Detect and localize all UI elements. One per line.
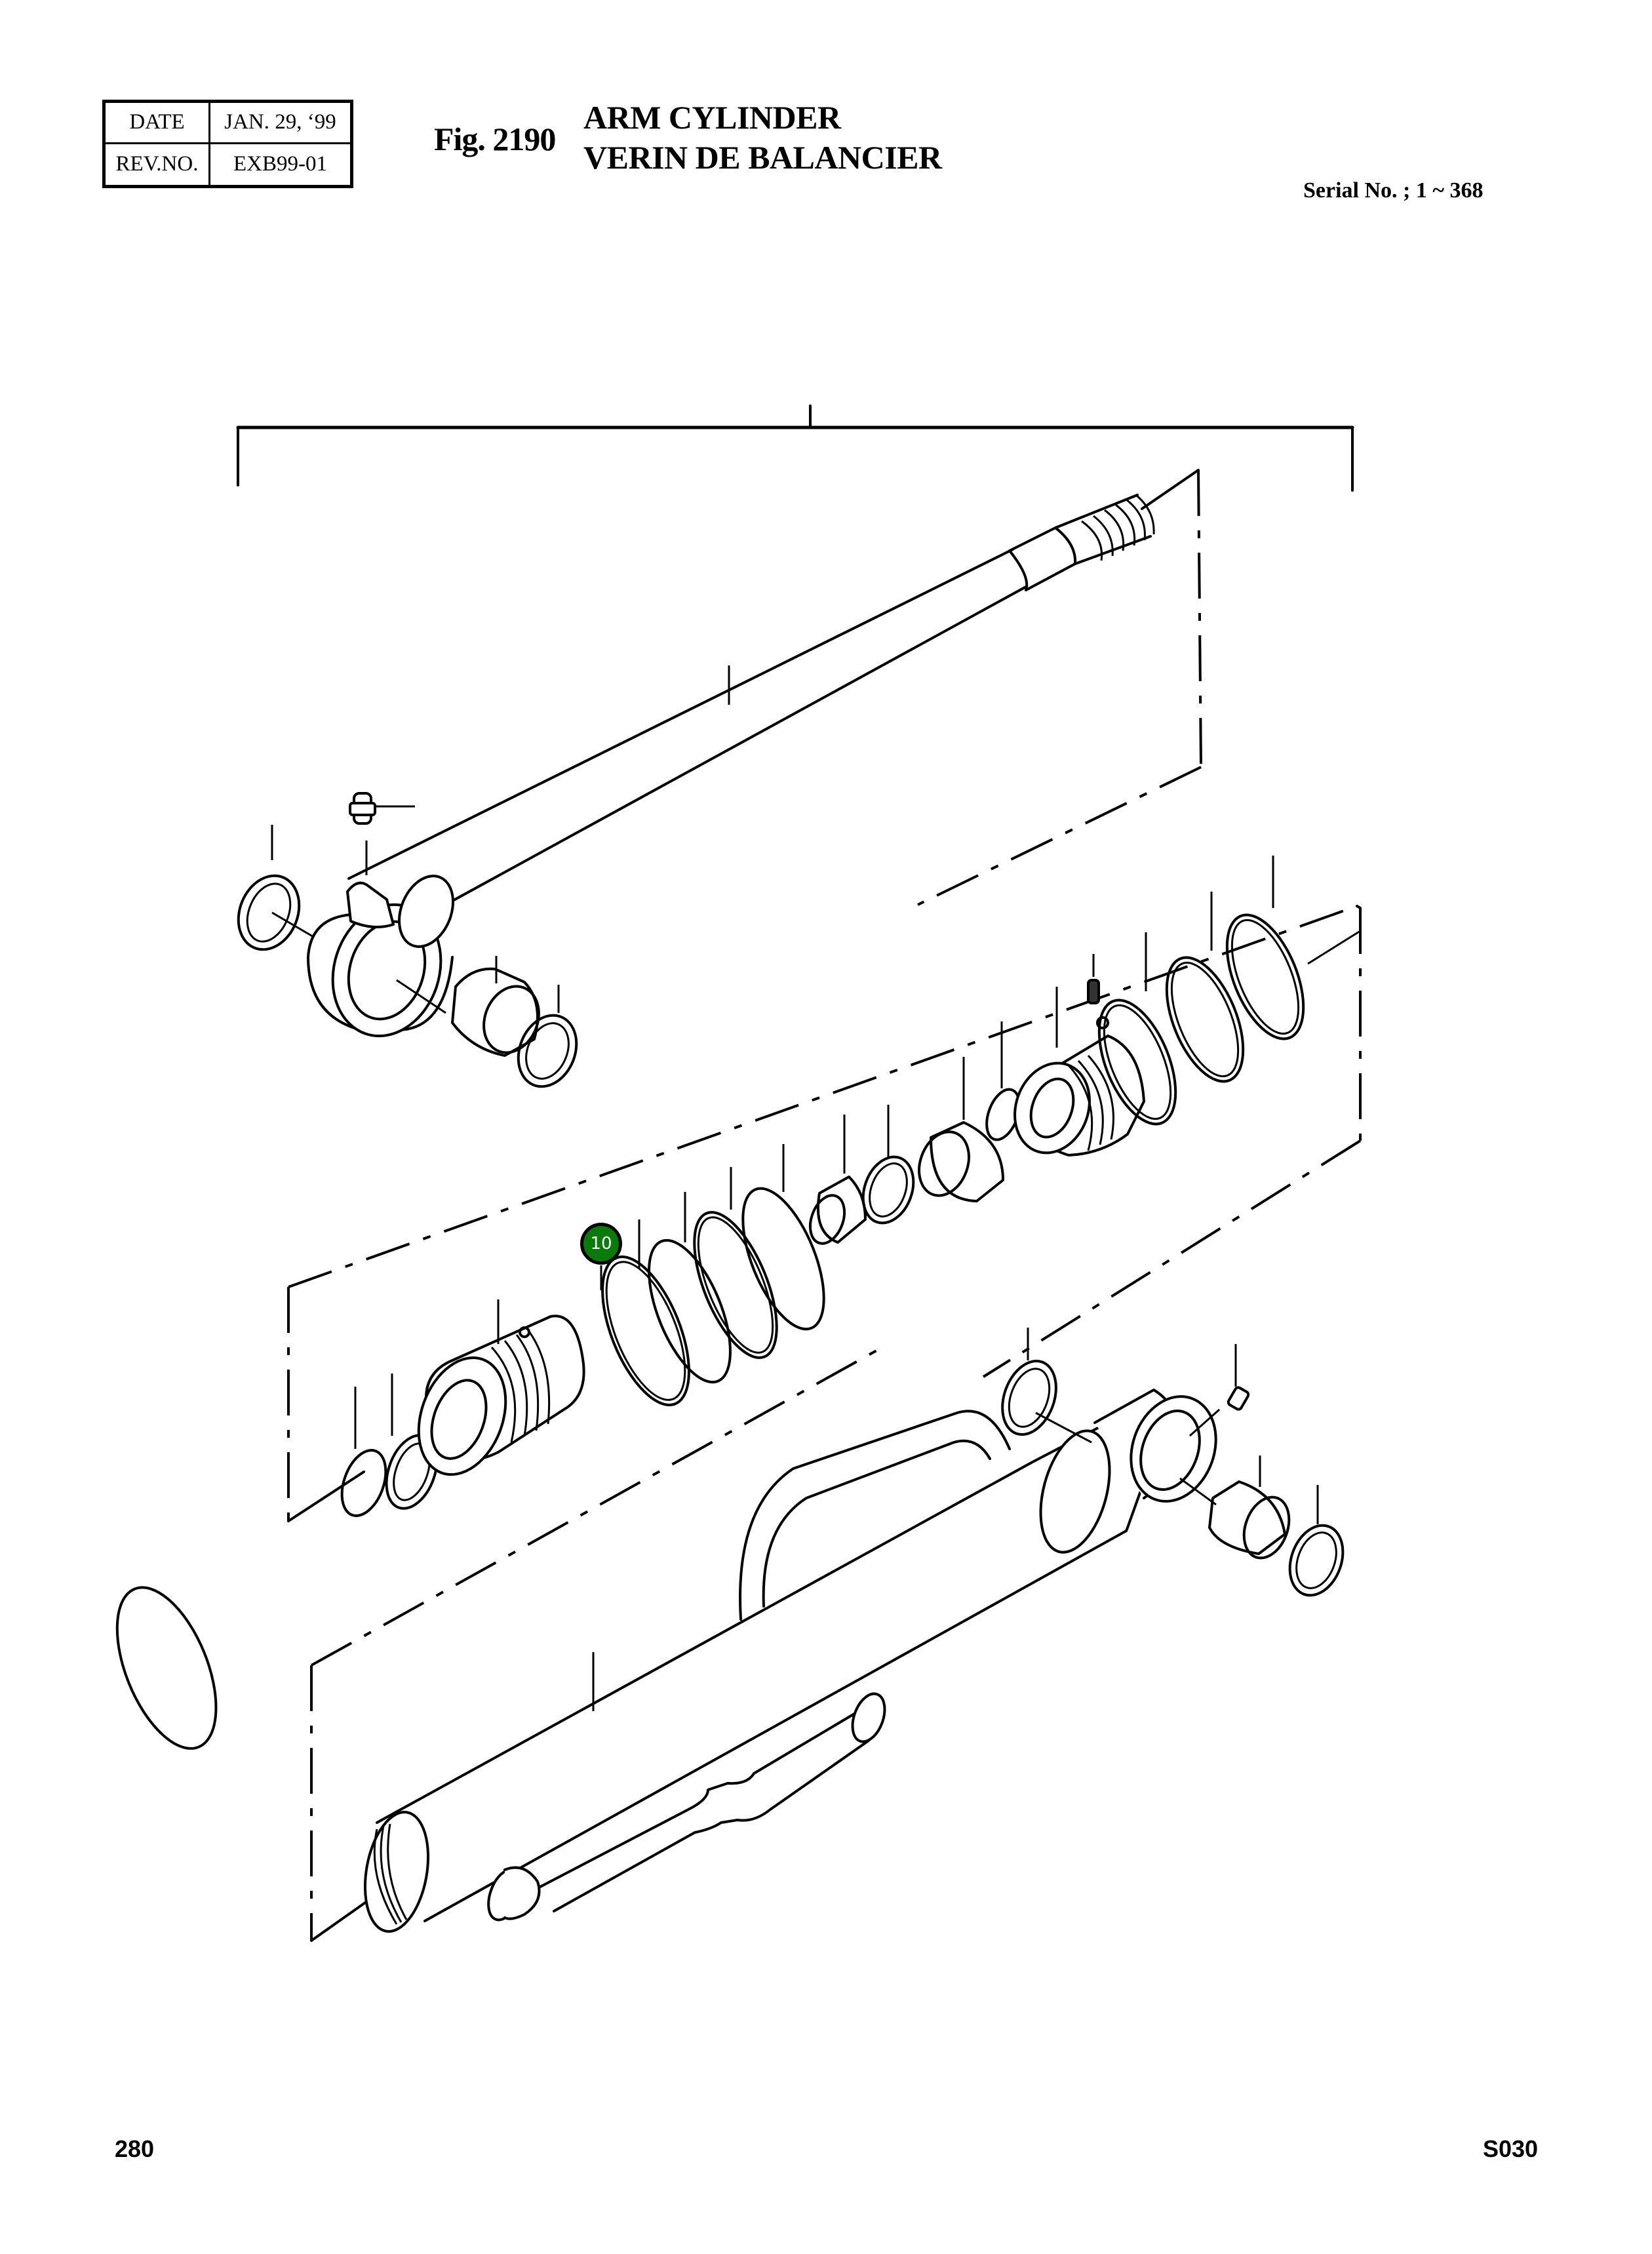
rev-value: EXB99-01 (233, 152, 327, 176)
date-value: JAN. 29, ‘99 (210, 103, 350, 144)
revision-table: DATE JAN. 29, ‘99 REV.NO. EXB99-01 (102, 100, 353, 188)
page-title-en: ARM CYLINDER (583, 99, 841, 136)
rod-cover-group (115, 1144, 825, 1750)
section-code: S030 (1483, 2135, 1539, 2162)
page-number: 280 (115, 2135, 155, 2162)
cylinder-tube (363, 1328, 1345, 1933)
piston-group (808, 856, 1361, 1245)
serial-range: Serial No. ; 1 ~ 368 (1303, 178, 1484, 203)
piston-rod (347, 494, 1155, 939)
rod-frame-dashed (917, 469, 1202, 906)
rev-label: REV.NO. (106, 144, 210, 185)
page-title-fr: VERIN DE BALANCIER (583, 139, 942, 176)
callout-badge-10[interactable]: 10 (580, 1223, 622, 1265)
tube-frame-dashed (310, 1343, 889, 1942)
assembly-bracket (236, 405, 1354, 492)
figure-number: Fig. 2190 (434, 121, 556, 157)
date-label: DATE (106, 103, 210, 144)
grease-nipple-rod (349, 792, 415, 875)
rod-eye-group (237, 792, 578, 1088)
piston-frame-dashed (287, 905, 1362, 1522)
